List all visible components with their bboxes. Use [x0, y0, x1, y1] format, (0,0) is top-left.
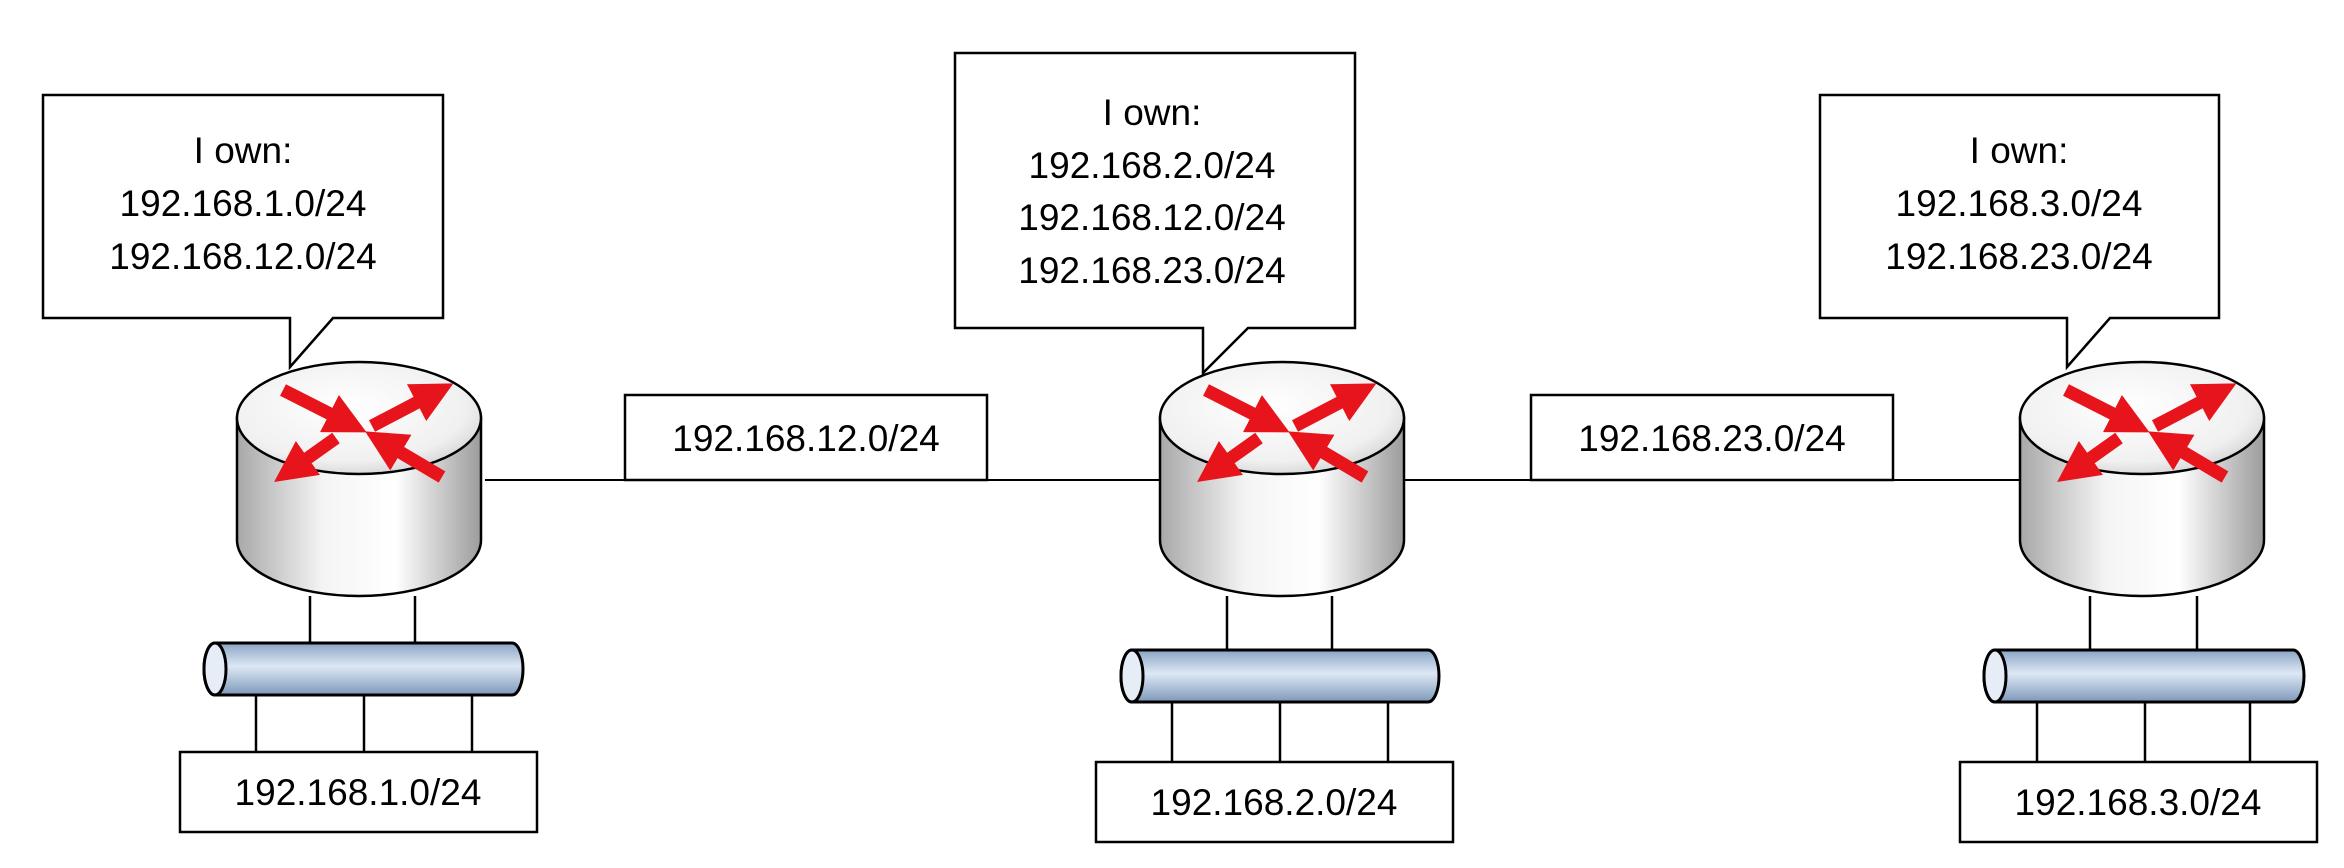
lan-label: 192.168.2.0/24	[1151, 782, 1398, 823]
lan-label: 192.168.1.0/24	[235, 772, 482, 813]
router-group-r3: I own: 192.168.3.0/24 192.168.23.0/24 19…	[1818, 93, 2319, 844]
lan-label-box	[1094, 760, 1455, 844]
lan-bus-icon	[1982, 648, 2306, 704]
lan-label-box	[178, 750, 539, 834]
callout-box	[953, 51, 1357, 377]
callout-title: I own:	[1970, 130, 2069, 171]
link-label: 192.168.23.0/24	[1578, 418, 1845, 459]
callout-box	[1818, 93, 2221, 371]
callout-title: I own:	[194, 130, 293, 171]
callout-line: 192.168.23.0/24	[1885, 236, 2152, 277]
router-icon	[235, 360, 483, 598]
router-group-r1: I own: 192.168.1.0/24 192.168.12.0/24	[41, 93, 539, 834]
callout-box	[41, 93, 445, 371]
callout-line: 192.168.12.0/24	[109, 236, 376, 277]
link-r2-r3: 192.168.23.0/24	[1405, 393, 2020, 482]
link-label: 192.168.12.0/24	[672, 418, 939, 459]
lan-label: 192.168.3.0/24	[2015, 782, 2262, 823]
callout-line: 192.168.23.0/24	[1018, 250, 1285, 291]
callout-title: I own:	[1103, 92, 1202, 133]
router-icon	[1158, 360, 1406, 598]
router-arrows-icon	[2057, 383, 2237, 483]
router-group-r2: I own: 192.168.2.0/24 192.168.12.0/24 19…	[953, 51, 1455, 844]
link-label-box	[1529, 393, 1895, 482]
callout-line: 192.168.12.0/24	[1018, 197, 1285, 238]
lan-bus-icon	[202, 641, 525, 697]
lan-label-box	[1958, 760, 2319, 844]
callout-line: 192.168.2.0/24	[1029, 145, 1276, 186]
callout-line: 192.168.1.0/24	[120, 183, 367, 224]
callout-line: 192.168.3.0/24	[1896, 183, 2143, 224]
router-arrows-icon	[274, 383, 454, 483]
link-r1-r2: 192.168.12.0/24	[485, 393, 1160, 482]
link-label-box	[623, 393, 989, 482]
router-arrows-icon	[1197, 383, 1377, 483]
router-icon	[2018, 360, 2266, 598]
lan-bus-icon	[1119, 648, 1441, 704]
